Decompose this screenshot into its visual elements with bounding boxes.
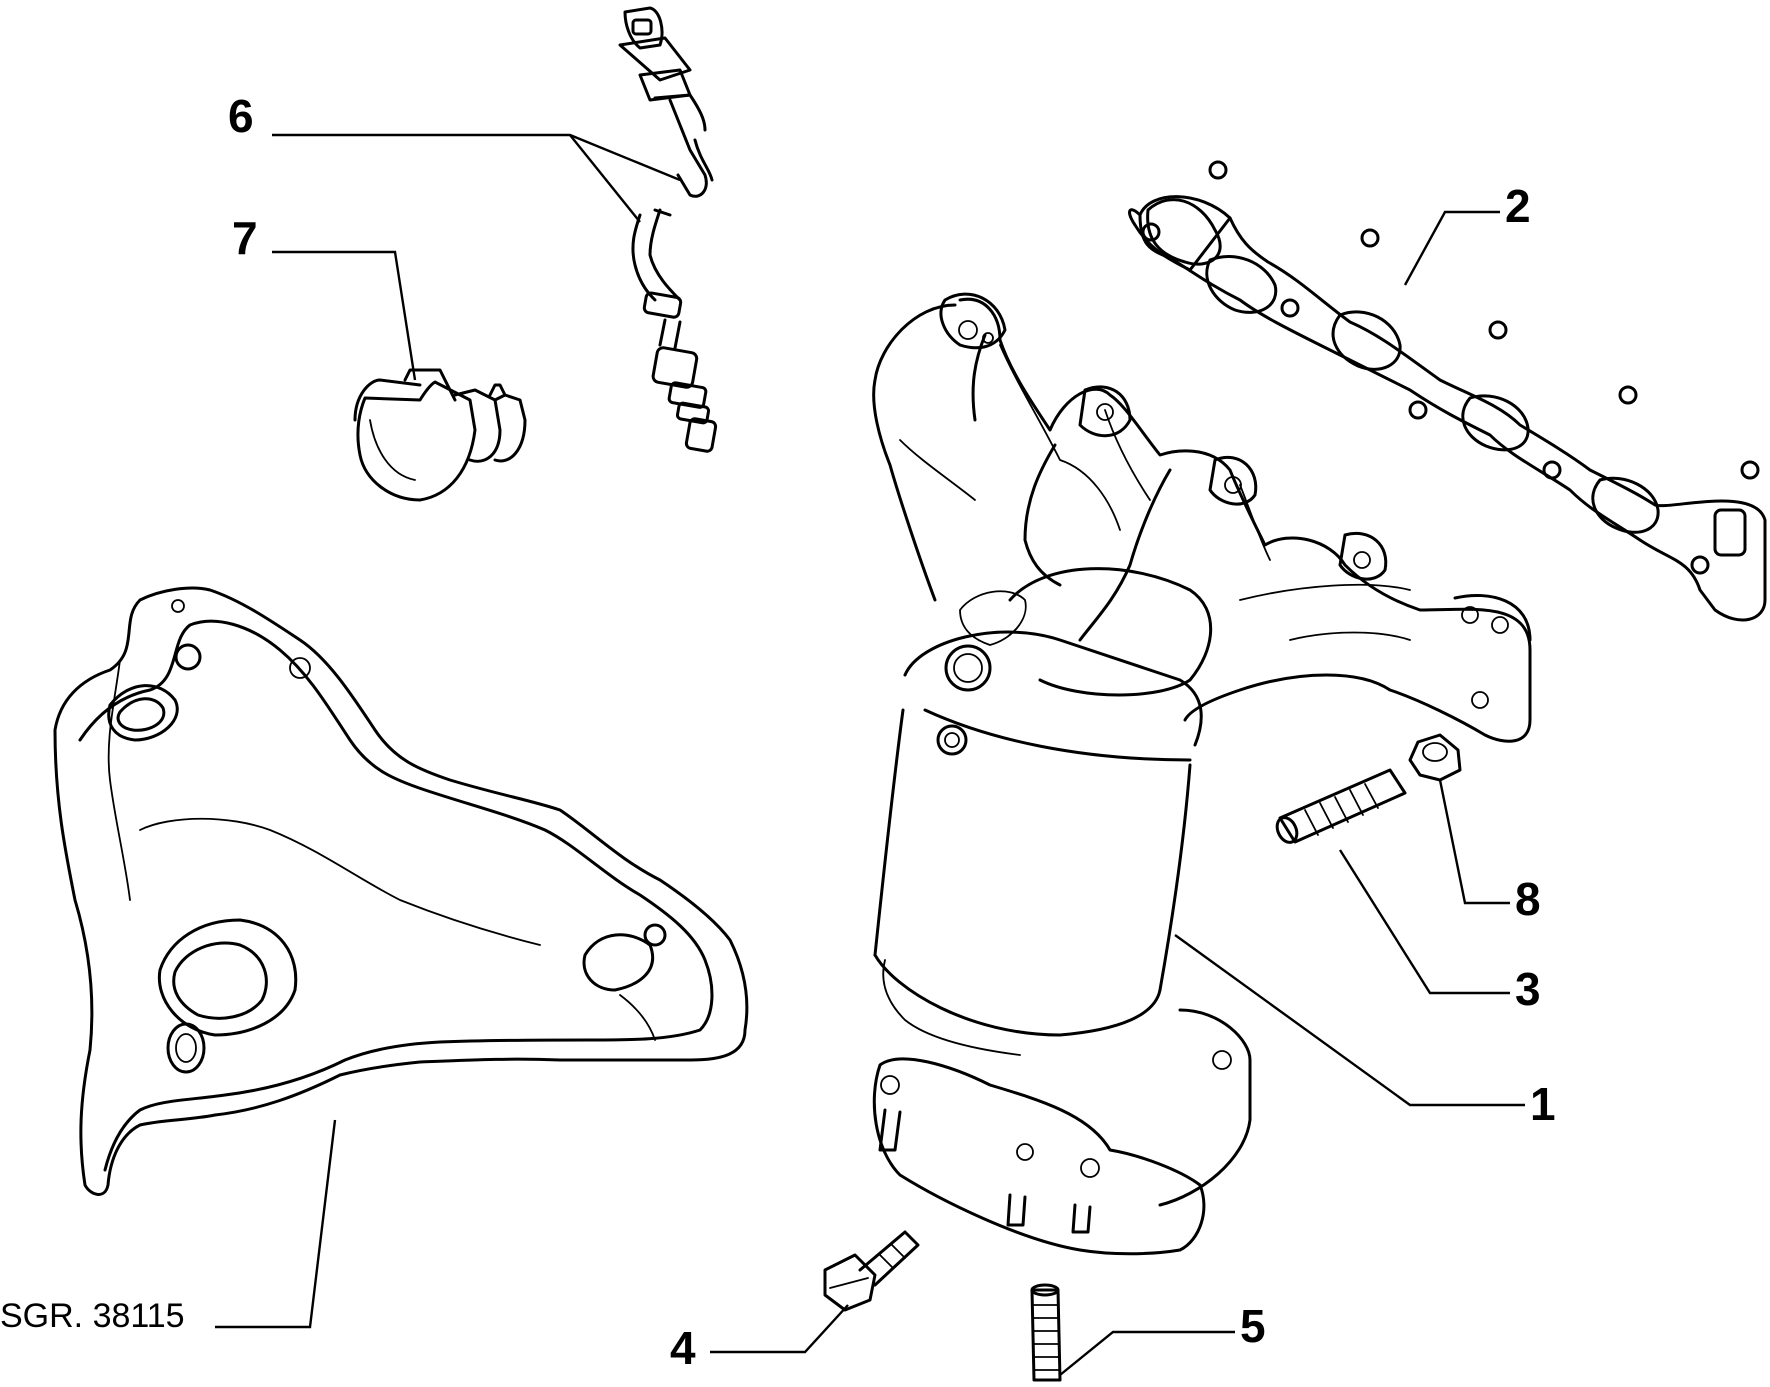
nut	[1408, 733, 1462, 782]
stud	[1275, 768, 1407, 844]
leader-1	[1174, 934, 1525, 1107]
callouts: 1 2 3 4 5 6 7 8 SGR. 38115	[0, 90, 1556, 1374]
oxygen-sensor	[618, 6, 718, 453]
callout-3: 3	[1515, 963, 1541, 1015]
leader-2	[1403, 210, 1500, 286]
leader-7	[272, 250, 417, 381]
leader-heat-shield	[215, 1119, 337, 1329]
flanged-bolt	[823, 1230, 920, 1312]
sensor-bracket-clip	[353, 368, 527, 502]
leader-4	[710, 1304, 849, 1354]
manifold-gasket	[1128, 160, 1767, 622]
heat-shield	[53, 586, 749, 1196]
leader-6b	[569, 134, 641, 223]
callout-1: 1	[1530, 1078, 1556, 1130]
callout-4: 4	[670, 1322, 696, 1374]
callout-7: 7	[232, 212, 258, 264]
leader-3	[1338, 849, 1510, 995]
callout-2: 2	[1505, 180, 1531, 232]
callout-6: 6	[228, 90, 254, 142]
callout-8: 8	[1515, 873, 1541, 925]
leader-lines	[215, 133, 1525, 1376]
leader-8	[1438, 779, 1510, 905]
callout-5: 5	[1240, 1300, 1266, 1352]
leader-6a	[272, 133, 681, 182]
reference-code: SGR. 38115	[0, 1297, 185, 1335]
exhaust-manifold-catalyst	[872, 292, 1532, 1256]
leader-5	[1059, 1330, 1235, 1376]
threaded-stud	[1030, 1283, 1062, 1382]
